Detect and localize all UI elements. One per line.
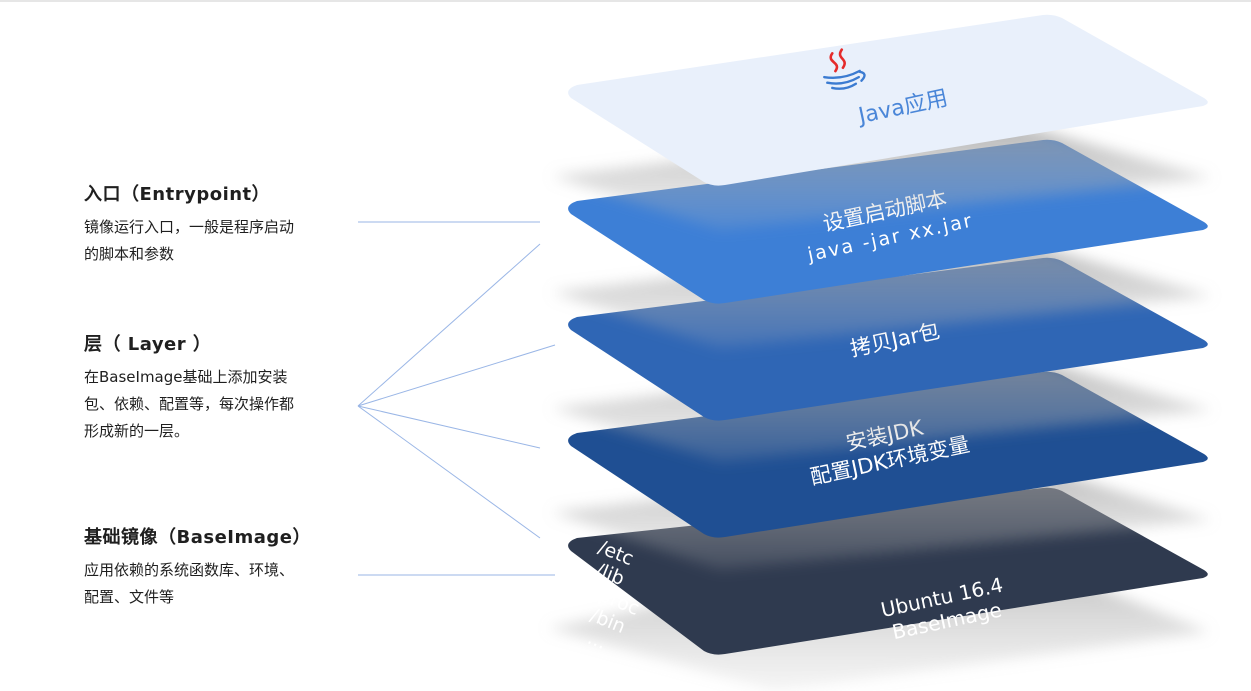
annotation-baseimage-title: 基础镜像（BaseImage） bbox=[84, 527, 311, 548]
connector-layer-top bbox=[357, 243, 541, 407]
annotation-baseimage-body: 应用依赖的系统函数库、环境、 配置、文件等 bbox=[84, 557, 364, 611]
annotation-entrypoint-line: 的脚本和参数 bbox=[84, 245, 175, 263]
top-divider bbox=[0, 0, 1251, 2]
annotation-layer-body: 在BaseImage基础上添加安装 包、依赖、配置等，每次操作都 形成新的一层。 bbox=[84, 364, 364, 445]
connector-layer-bottom bbox=[357, 405, 541, 539]
java-logo-steam bbox=[829, 48, 846, 73]
layer-startup-shadow bbox=[552, 238, 1212, 348]
layer-app-shadow bbox=[552, 122, 1212, 230]
connector-layer-mid bbox=[357, 344, 556, 407]
connector-lines bbox=[357, 221, 556, 576]
annotation-layer-line: 形成新的一层。 bbox=[84, 422, 190, 440]
connector-layer-low bbox=[357, 405, 541, 449]
java-logo-icon bbox=[823, 48, 866, 90]
layer-app: Java应用 bbox=[552, 14, 1212, 230]
annotation-layer: 层（ Layer ） 在BaseImage基础上添加安装 包、依赖、配置等，每次… bbox=[84, 334, 364, 445]
annotation-baseimage-line: 配置、文件等 bbox=[84, 588, 175, 606]
annotation-baseimage-line: 应用依赖的系统函数库、环境、 bbox=[84, 561, 295, 579]
annotation-entrypoint-body: 镜像运行入口，一般是程序启动 的脚本和参数 bbox=[84, 214, 364, 268]
java-logo-cup bbox=[823, 69, 866, 90]
layer-app-card bbox=[568, 14, 1208, 186]
annotation-layer-line: 包、依赖、配置等，每次操作都 bbox=[84, 395, 295, 413]
annotation-layer-title: 层（ Layer ） bbox=[84, 334, 212, 355]
annotation-entrypoint-line: 镜像运行入口，一般是程序启动 bbox=[84, 218, 295, 236]
annotation-layer-line: 在BaseImage基础上添加安装 bbox=[84, 368, 288, 386]
annotation-entrypoint: 入口（Entrypoint） 镜像运行入口，一般是程序启动 的脚本和参数 bbox=[84, 184, 364, 268]
annotation-entrypoint-title: 入口（Entrypoint） bbox=[84, 184, 271, 205]
layer-copy-shadow bbox=[552, 352, 1212, 462]
annotation-baseimage: 基础镜像（BaseImage） 应用依赖的系统函数库、环境、 配置、文件等 bbox=[84, 527, 364, 611]
